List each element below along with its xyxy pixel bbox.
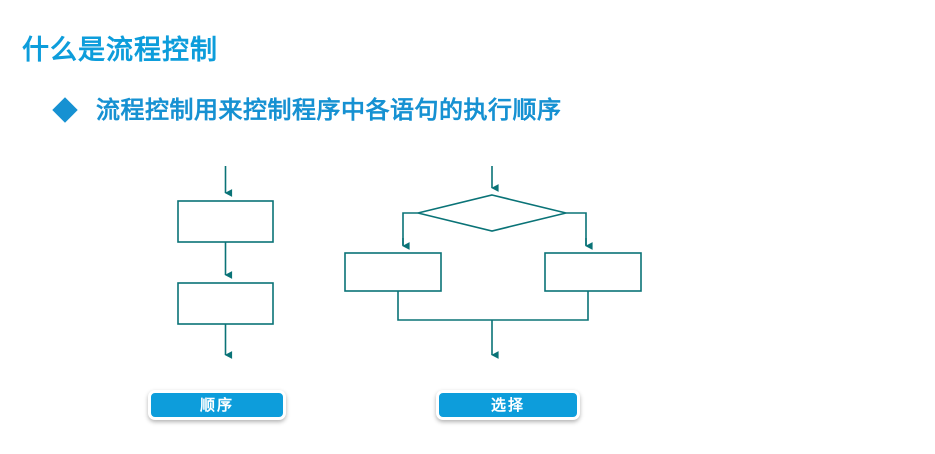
right-branch-line (566, 212, 587, 245)
bullet-item: 流程控制用来控制程序中各语句的执行顺序 (52, 96, 562, 124)
selection-flowchart (344, 166, 642, 359)
selection-button-label: 选择 (490, 395, 525, 414)
selection-button[interactable]: 选择 (436, 390, 580, 420)
diamond-bullet-icon (52, 97, 78, 123)
sequence-button[interactable]: 顺序 (148, 390, 286, 420)
bullet-item-label: 流程控制用来控制程序中各语句的执行顺序 (96, 96, 562, 124)
page-title: 什么是流程控制 (22, 35, 218, 66)
branch-box-left (344, 252, 442, 292)
left-branch-line (402, 212, 418, 245)
decision-diamond (417, 194, 567, 232)
merge-line (397, 291, 589, 321)
process-box-1 (177, 200, 274, 243)
branch-box-right (544, 252, 642, 292)
sequence-button-label: 顺序 (199, 395, 234, 414)
sequence-flowchart (177, 166, 274, 359)
process-box-2 (177, 282, 274, 325)
